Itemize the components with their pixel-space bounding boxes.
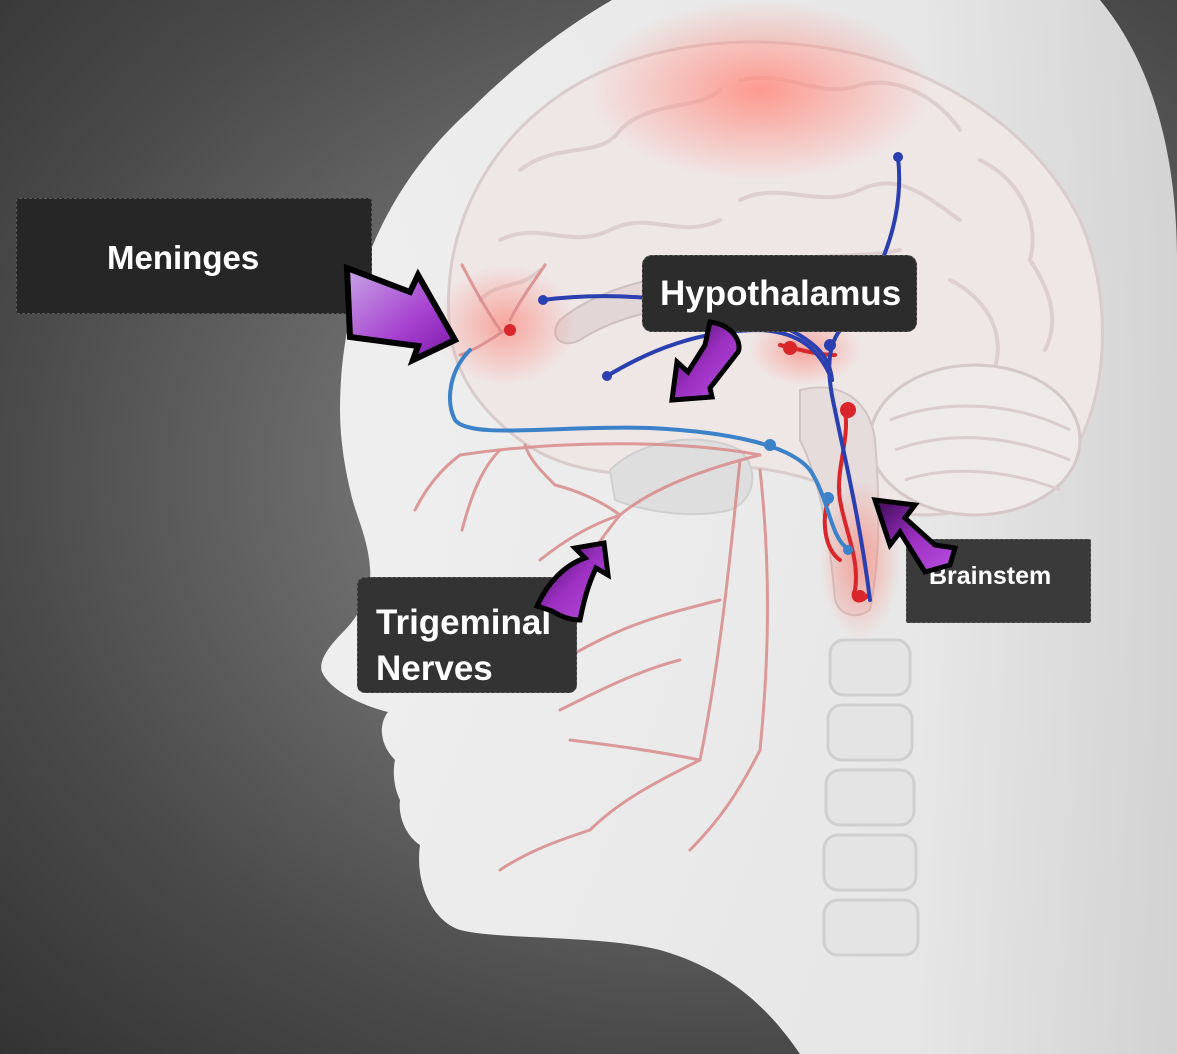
- arrow-hypothalamus: [672, 322, 739, 400]
- arrow-trigeminal: [537, 543, 608, 620]
- arrow-brainstem: [875, 500, 955, 572]
- arrow-meninges: [347, 268, 455, 360]
